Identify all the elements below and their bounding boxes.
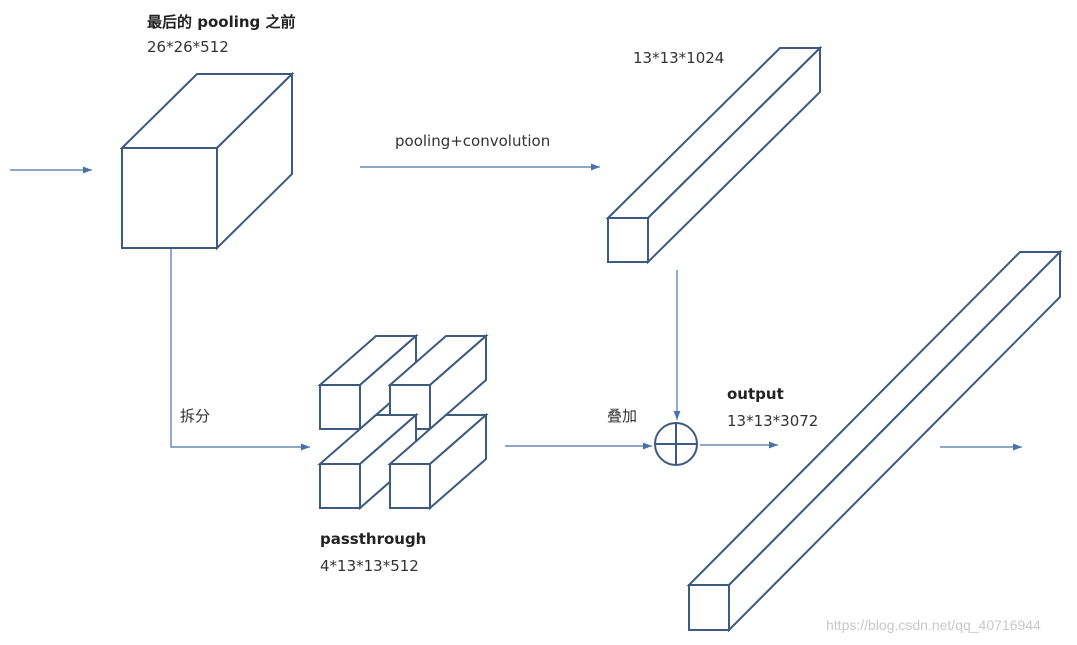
passthrough-title: passthrough: [320, 530, 427, 548]
passthrough-block-bottom-left: [317, 412, 419, 511]
pre-pooling-cube: [119, 71, 295, 251]
passthrough-block-bottom-right: [387, 412, 489, 511]
connectors: [10, 163, 1022, 451]
pre-pooling-dims: 26*26*512: [147, 38, 229, 56]
output-feature-bar: [686, 249, 1063, 633]
split-connector: [170, 248, 310, 451]
pre-pooling-title: 最后的 pooling 之前: [147, 13, 296, 31]
concat-plus-icon: [654, 422, 698, 466]
output-title: output: [727, 385, 784, 403]
concat-label: 叠加: [607, 407, 638, 425]
passthrough-dims: 4*13*13*512: [320, 557, 419, 575]
passthrough-blocks: [317, 333, 489, 511]
output-dims: 13*13*3072: [727, 412, 819, 430]
passthrough-block-top-right: [387, 333, 489, 432]
conv-dims: 13*13*1024: [633, 49, 725, 67]
watermark: https://blog.csdn.net/qq_40716944: [826, 617, 1041, 633]
conv-feature-bar: [605, 45, 823, 265]
pooling-convolution-label: pooling+convolution: [395, 132, 551, 150]
split-label: 拆分: [180, 407, 211, 425]
